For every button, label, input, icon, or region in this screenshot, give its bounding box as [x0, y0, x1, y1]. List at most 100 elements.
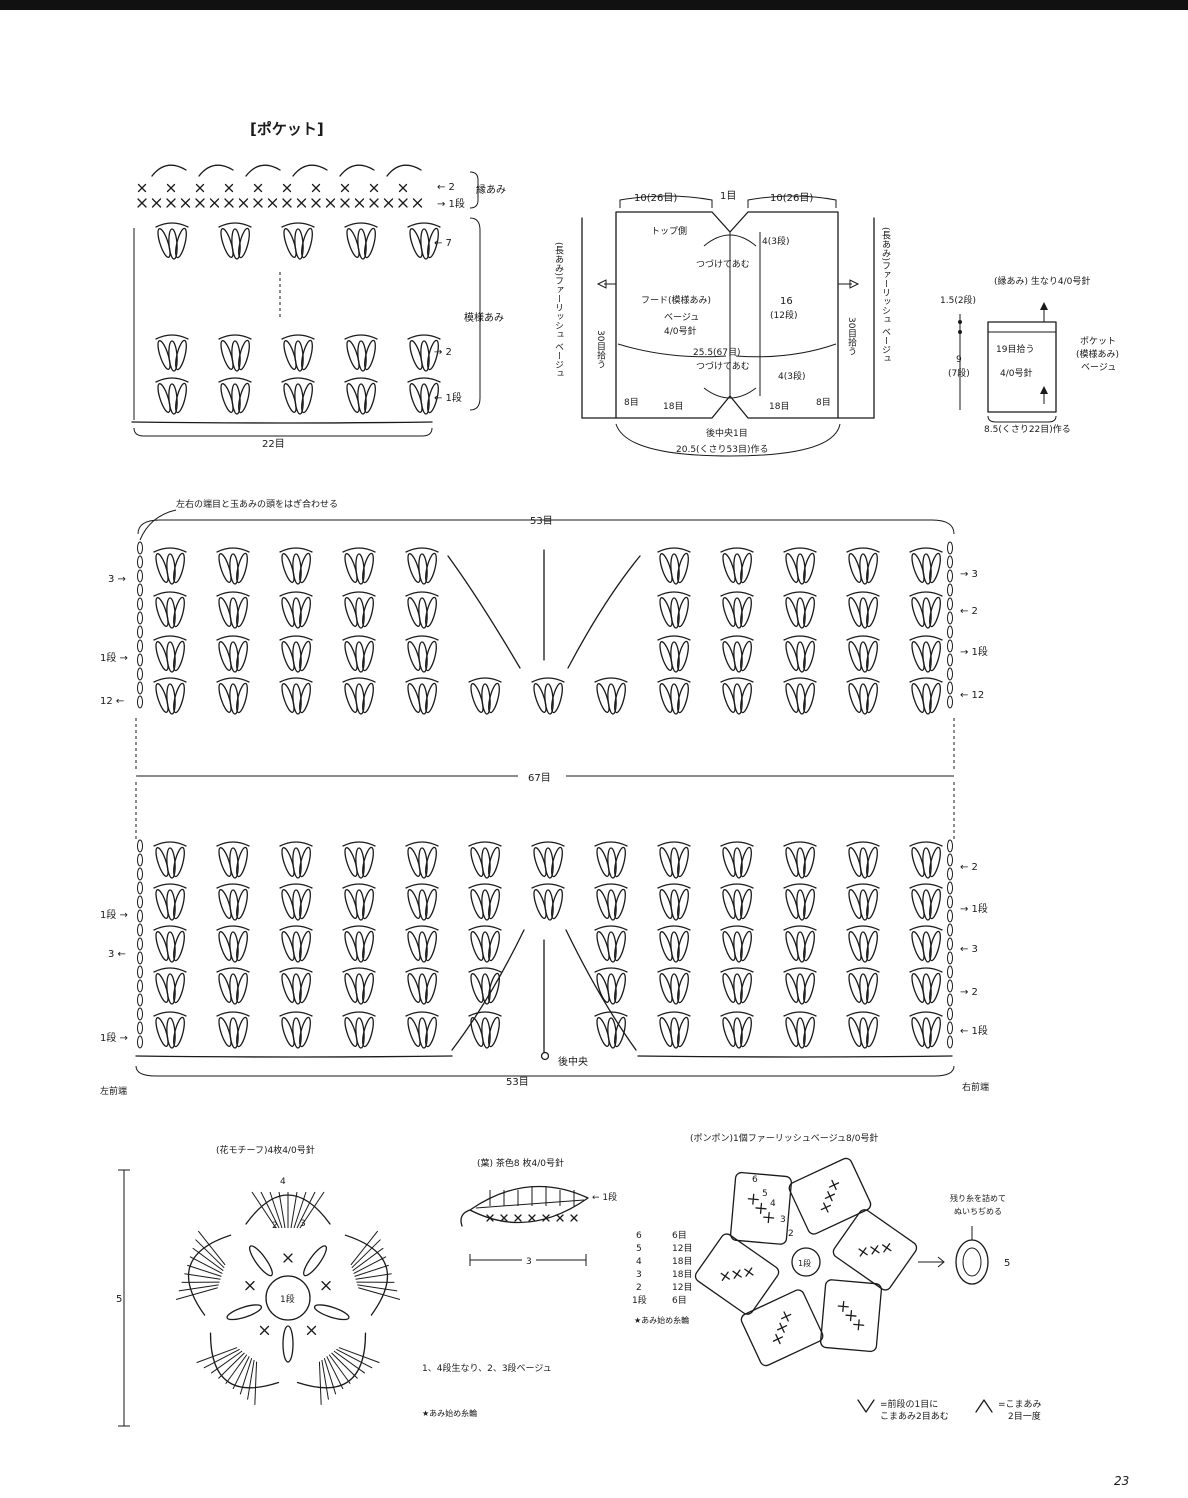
single-crochet-mark	[325, 198, 336, 208]
hood-left-foundation	[135, 1055, 453, 1058]
flower-round-4: 4	[280, 1177, 286, 1187]
pompom-ball	[955, 1239, 989, 1285]
hood-side-right: (長あみ)ファーリッシュ ベージュ	[880, 227, 891, 363]
stitch-fan	[153, 967, 187, 1005]
stitch-fan	[846, 677, 880, 715]
pocket-row-1: → 1段	[437, 197, 465, 210]
stitch-fan	[407, 377, 441, 415]
stitch-fan	[279, 967, 313, 1005]
pompom-row-5: 5	[762, 1189, 768, 1199]
stitch-fan	[783, 591, 817, 629]
leaf-width: 3	[526, 1257, 532, 1267]
stitch-fan	[216, 883, 250, 921]
single-crochet-mark	[781, 1311, 792, 1322]
pocket-foundation-chain	[131, 421, 433, 424]
flower-petal	[344, 1230, 401, 1316]
turning-chain	[137, 625, 143, 639]
stitch-fan	[153, 591, 187, 629]
pocket-row-2b: → 2	[434, 347, 452, 358]
flower-petal	[175, 1230, 232, 1316]
stitch-fan	[909, 547, 943, 585]
pocket-edge-note: (縁あみ) 生なり4/0号針	[994, 275, 1090, 287]
pocket-schematic: (縁あみ) 生なり4/0号針 1.5(2段) 19目拾う 4/0号針 9 (7段…	[940, 275, 1119, 435]
single-crochet-mark	[837, 1300, 849, 1313]
pompom-petal	[819, 1279, 883, 1353]
stitch-fan	[342, 841, 376, 879]
stitch-fan	[218, 334, 252, 372]
turning-chain	[137, 937, 143, 951]
stitch-fan	[594, 677, 628, 715]
turning-chain	[137, 639, 143, 653]
pocket-width-bracket	[133, 427, 433, 437]
stitch-fan	[279, 547, 313, 585]
pompom-table-r4-b: 12目	[672, 1282, 692, 1293]
single-crochet-mark	[282, 198, 292, 208]
single-crochet-mark	[732, 1269, 742, 1279]
hood-right-upper-3: → 1段	[960, 645, 988, 658]
turning-chain	[947, 867, 953, 881]
turning-chain	[947, 625, 953, 639]
stitch-fan	[720, 677, 754, 715]
stitch-fan	[846, 841, 880, 879]
hood-yarn: ベージュ	[664, 313, 699, 323]
stitch-fan	[216, 1011, 250, 1049]
turning-chain	[137, 695, 143, 709]
hood-join-bottom: つづけてあむ	[696, 361, 750, 372]
stitch-fan	[155, 377, 189, 415]
stitch-fan	[155, 222, 189, 260]
stitch-fan	[279, 841, 313, 879]
pompom-title: (ポンポン)1個ファーリッシュベージュ8/0号針	[690, 1132, 878, 1144]
turning-chain	[947, 597, 953, 611]
pompom-table-r4-a: 2	[636, 1283, 642, 1293]
turning-chain	[137, 597, 143, 611]
stitch-fan	[216, 841, 250, 879]
pocket-rect	[987, 321, 1057, 413]
pocket-row-1b: ← 1段	[434, 391, 462, 404]
single-crochet-mark	[763, 1211, 775, 1224]
single-crochet-mark	[137, 183, 147, 193]
stitch-fan	[405, 635, 439, 673]
stitch-fan	[846, 1011, 880, 1049]
turning-chain	[947, 541, 953, 555]
turning-chain	[137, 667, 143, 681]
hood-bottom-8-left: 8目	[624, 397, 639, 408]
stitch-fan	[720, 1011, 754, 1049]
stitch-fan	[155, 334, 189, 372]
hood-left-lower-3: 1段 →	[100, 1031, 128, 1044]
flower-start: ★あみ始め糸輪	[422, 1408, 477, 1418]
inner-petal-stitch	[303, 1245, 328, 1277]
stitch-fan	[720, 635, 754, 673]
flower-colors: 1、4段生なり、2、3段ベージュ	[422, 1362, 552, 1374]
single-crochet-mark	[882, 1243, 892, 1253]
stitch-fan	[405, 883, 439, 921]
turning-chain	[947, 555, 953, 569]
single-crochet-mark	[755, 1202, 767, 1214]
pompom-size: 5	[1004, 1258, 1010, 1269]
leaf-outline	[469, 1185, 589, 1224]
turning-chain	[947, 853, 953, 867]
single-crochet-mark	[137, 198, 147, 208]
hood-join-top: つづけてあむ	[696, 259, 750, 270]
legend-inc-2: こまあみ2目あむ	[880, 1411, 949, 1422]
hood-pick-left: 30目拾う	[595, 330, 606, 368]
pocket-chain: 8.5(くさり22目)作る	[984, 423, 1071, 435]
flower-round-3: 3	[300, 1219, 306, 1229]
stitch-fan	[909, 591, 943, 629]
pocket-pick: 19目拾う	[996, 343, 1034, 355]
single-crochet-mark	[340, 198, 350, 208]
decrease-symbol	[975, 1399, 993, 1413]
single-crochet-mark	[383, 198, 394, 208]
single-crochet-mark	[828, 1179, 840, 1191]
pocket-width: 22目	[262, 439, 285, 450]
leaf-row: ← 1段	[592, 1191, 617, 1203]
leaf-motif: (葉) 茶色8 枚4/0号針 ← 1段 3	[460, 1157, 617, 1267]
turning-chain	[947, 653, 953, 667]
turning-chain	[137, 853, 143, 867]
stitch-fan	[405, 677, 439, 715]
single-crochet-mark	[772, 1333, 784, 1345]
turning-chain	[947, 611, 953, 625]
pompom-row-2: 2	[788, 1229, 794, 1239]
pocket-label: ポケット	[1080, 336, 1116, 347]
stitch-fan	[594, 925, 628, 963]
flower-center-ring	[265, 1275, 311, 1321]
